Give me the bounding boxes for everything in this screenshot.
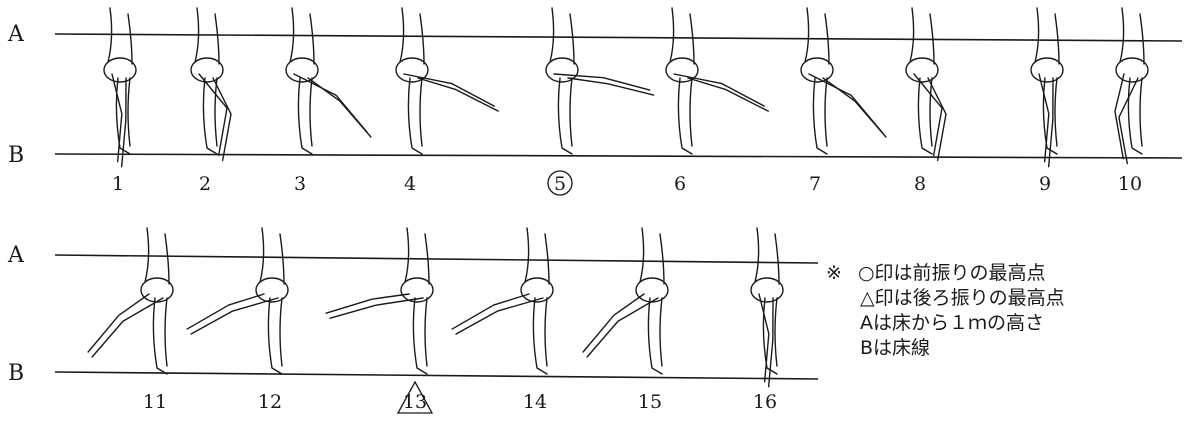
note-line-3: Aは床から１ｍの高さ [826,311,1186,336]
leg-figure-3 [286,8,371,154]
legend-notes: ※ ○印は前振りの最高点 △印は後ろ振りの最高点 Aは床から１ｍの高さ Bは床線 [826,261,1186,361]
leg-figure-6 [666,8,768,154]
leg-figure-1 [104,8,136,167]
frame-number-3: 3 [294,173,306,195]
frame-number-1: 1 [112,173,124,195]
row2-line-b [55,372,818,379]
leg-figure-11 [88,228,173,374]
frame-number-14: 14 [523,391,547,413]
frame-number-13: 13 [403,391,427,413]
note-text-1: ○印は前振りの最高点 [848,262,1046,284]
frame-number-10: 10 [1118,173,1142,195]
leg-figure-2 [191,8,231,160]
leg-figure-10 [1115,8,1148,164]
leg-figure-9 [1031,8,1063,167]
leg-figure-12 [187,228,288,374]
frame-number-12: 12 [258,391,282,413]
frame-number-8: 8 [914,173,926,195]
frame-number-9: 9 [1039,173,1051,195]
leg-figure-14 [452,228,553,374]
frame-number-6: 6 [674,173,686,195]
note-line-2: △印は後ろ振りの最高点 [826,286,1186,311]
frame-number-2: 2 [199,173,211,195]
frame-number-11: 11 [143,391,167,413]
row1-label-b: B [8,143,24,168]
row1-label-a: A [7,22,25,47]
frame-number-15: 15 [638,391,662,413]
leg-figure-4 [396,8,498,154]
row2-label-b: B [8,361,24,386]
row2-line-a [55,255,818,263]
frame-number-5: 5 [554,173,566,195]
leg-figure-16 [751,228,783,387]
leg-figure-7 [801,8,886,154]
leg-figure-13 [326,228,433,374]
note-line-1: ※ ○印は前振りの最高点 [826,261,1186,286]
leg-figure-8 [906,8,946,160]
frame-number-4: 4 [404,173,416,195]
leg-figure-5 [546,8,654,154]
frame-number-7: 7 [809,173,821,195]
row2-label-a: A [7,243,25,268]
row1-line-a [55,34,1182,41]
leg-figure-15 [583,228,668,374]
note-symbol: ※ [826,262,842,284]
note-line-4: Bは床線 [826,336,1186,361]
frame-number-16: 16 [753,391,777,413]
